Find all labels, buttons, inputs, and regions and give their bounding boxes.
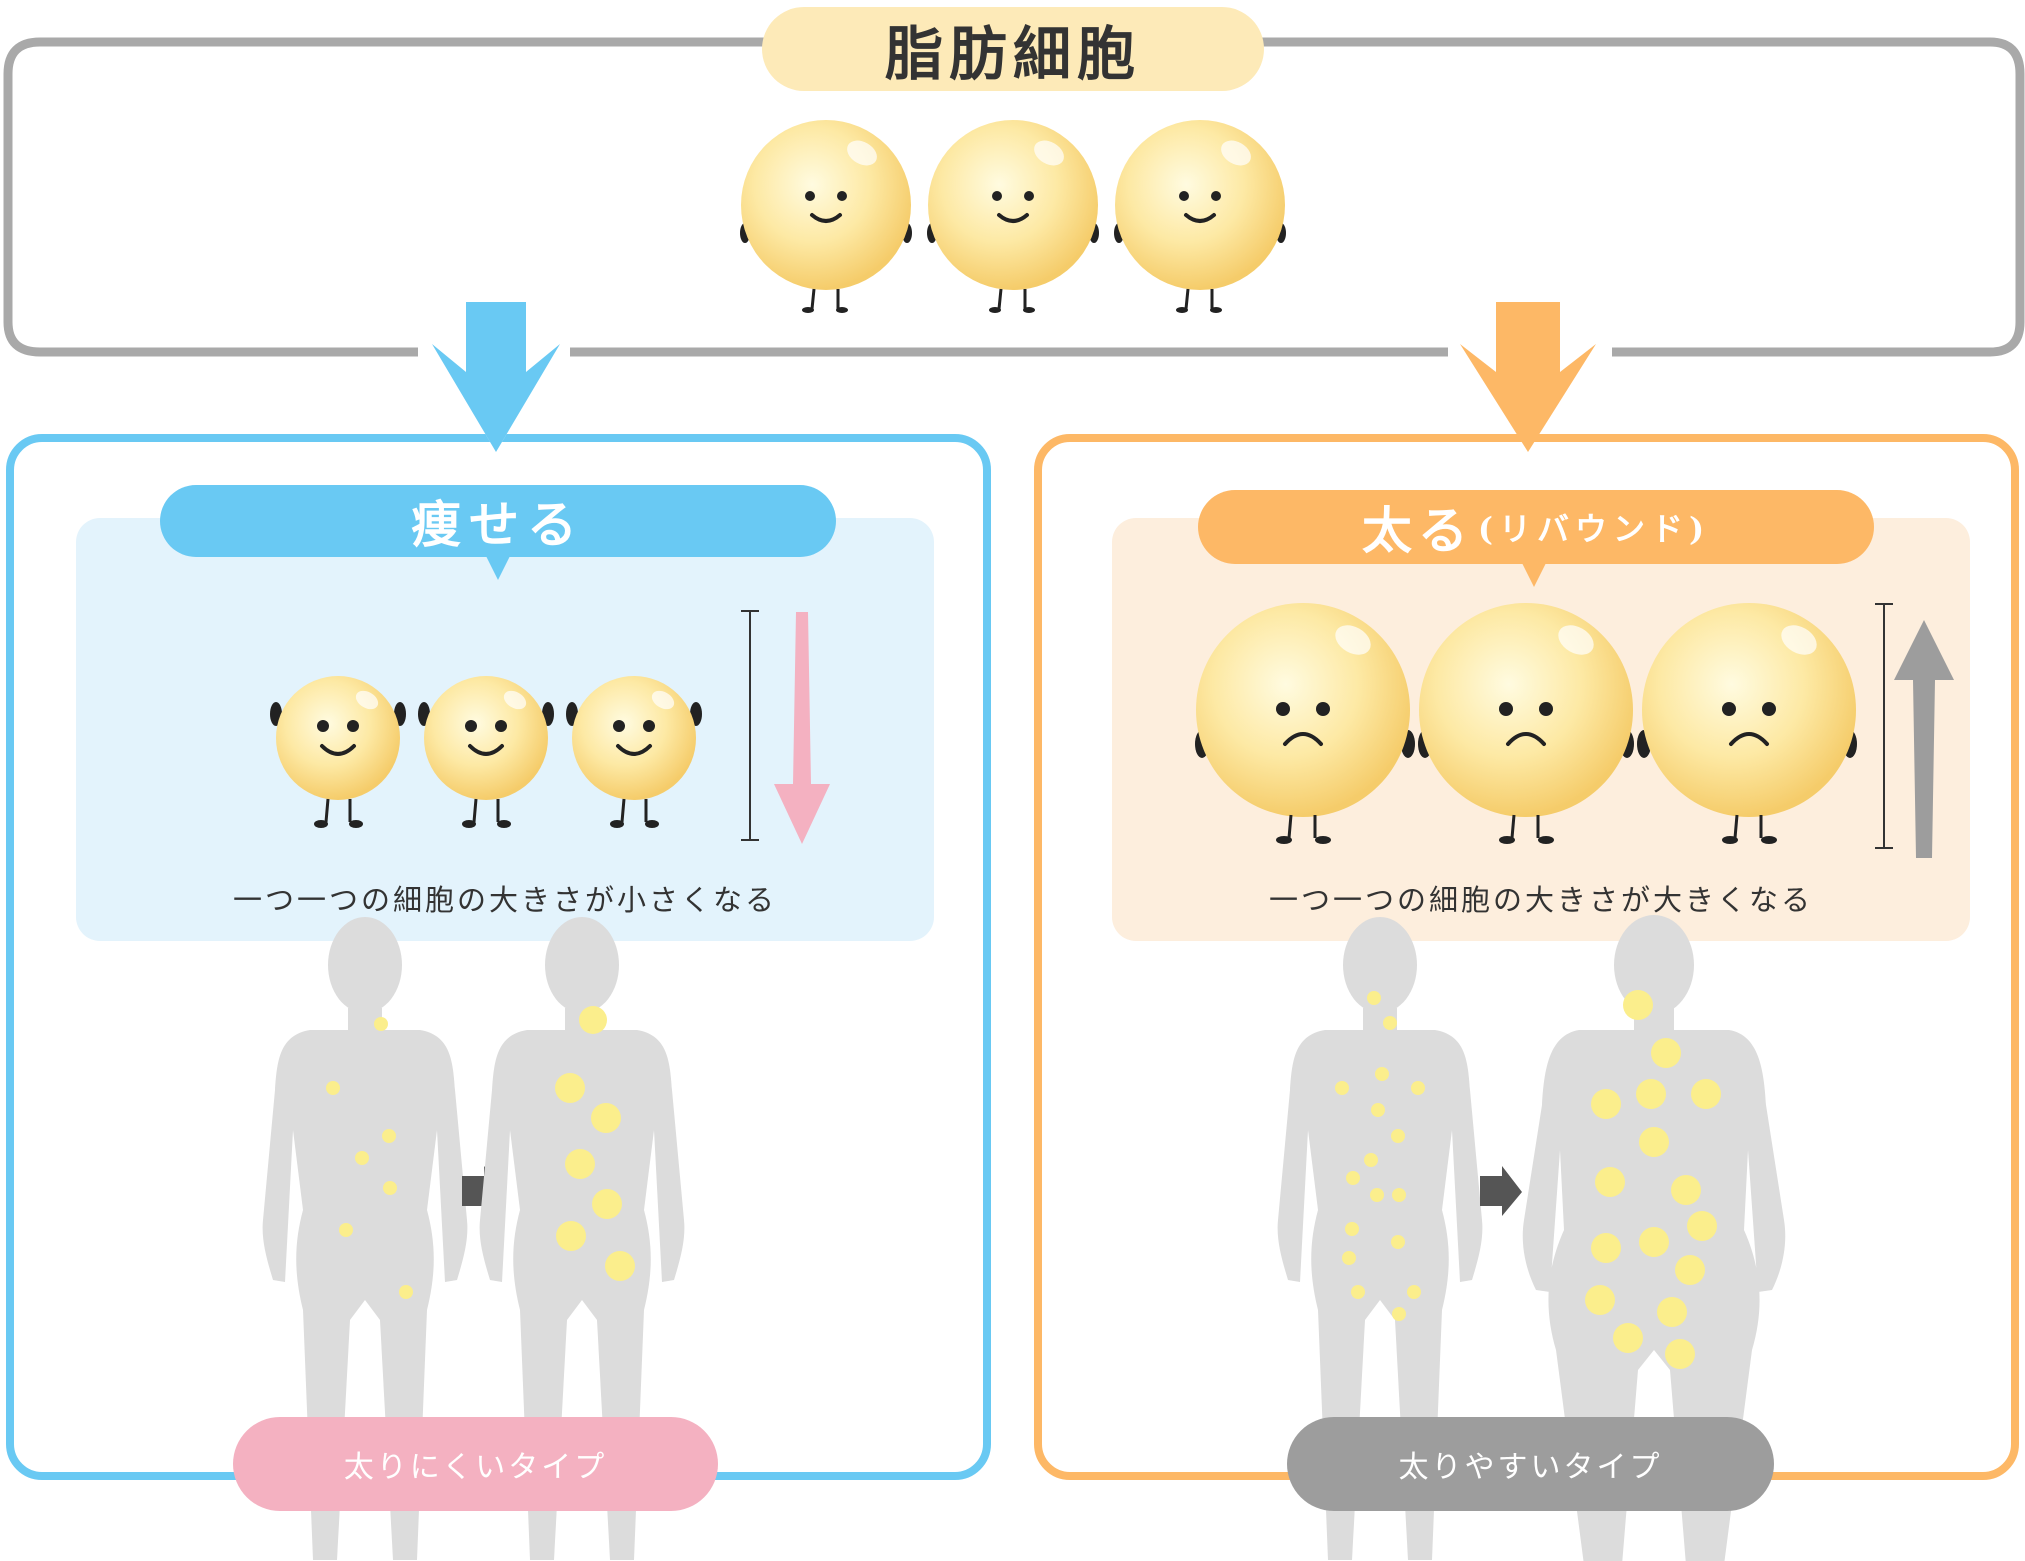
grow-indicator bbox=[1875, 603, 1954, 858]
down-arrow-blue bbox=[432, 302, 560, 452]
silhouette-wide-before bbox=[1277, 917, 1483, 1560]
right-caption: 一つ一つの細胞の大きさが大きくなる bbox=[1268, 883, 1813, 917]
left-heading: 痩せる bbox=[411, 495, 585, 554]
left-heading-pill bbox=[160, 485, 836, 557]
right-heading-main: 太る bbox=[1361, 501, 1474, 560]
top-cells bbox=[740, 120, 1286, 313]
silhouette-slim-before bbox=[262, 917, 468, 1560]
top-frame bbox=[3, 37, 2025, 357]
right-type-badge: 太りやすいタイプ bbox=[1287, 1417, 1774, 1511]
right-heading: 太る (リバウンド) bbox=[1198, 490, 1874, 564]
small-cells bbox=[270, 676, 702, 828]
large-cells bbox=[1195, 603, 1857, 844]
title-pill bbox=[762, 7, 1264, 91]
silhouette-slim-after bbox=[479, 917, 685, 1560]
right-heading-pill bbox=[1198, 490, 1874, 564]
left-type-badge: 太りにくいタイプ bbox=[233, 1417, 718, 1511]
shrink-indicator bbox=[741, 610, 830, 844]
down-arrow-orange bbox=[1460, 302, 1596, 452]
pink-down-arrow bbox=[774, 612, 830, 844]
left-caption: 一つ一つの細胞の大きさが小さくなる bbox=[232, 883, 777, 917]
gray-up-arrow bbox=[1894, 620, 1954, 858]
arrow-right-right bbox=[1480, 1166, 1522, 1216]
silhouette-wide-after bbox=[1522, 915, 1786, 1561]
right-heading-sub: (リバウンド) bbox=[1477, 510, 1711, 548]
page-title: 脂肪細胞 bbox=[884, 20, 1141, 88]
